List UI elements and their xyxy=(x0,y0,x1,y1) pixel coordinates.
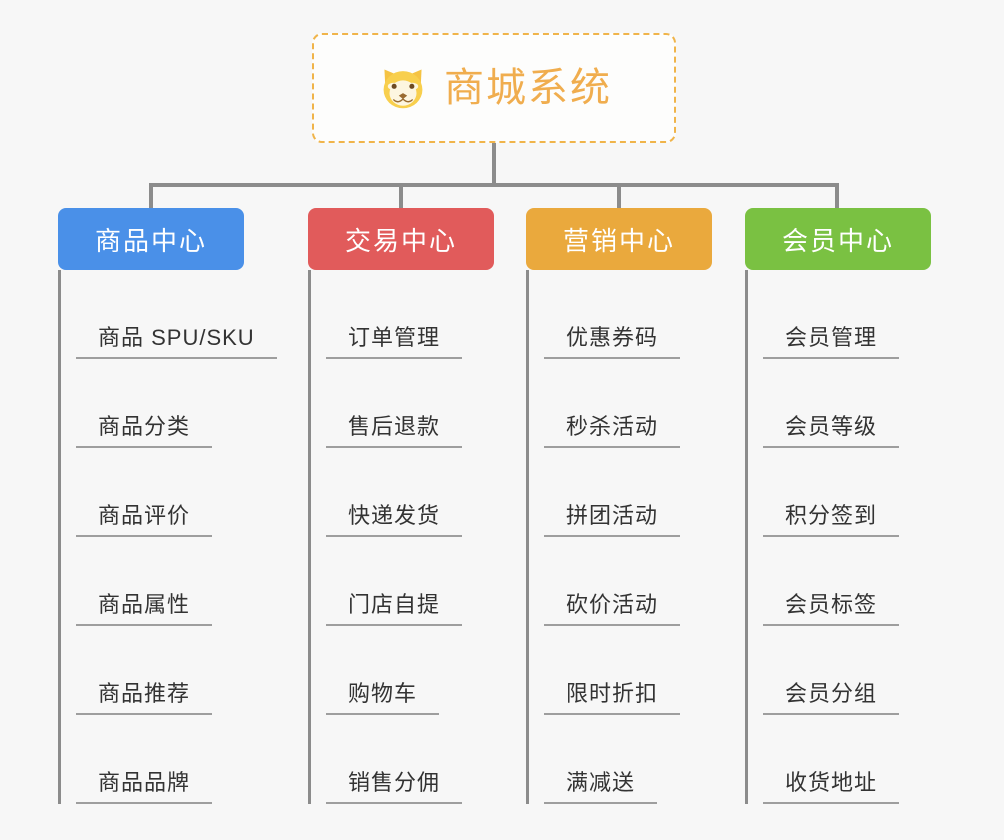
list-item[interactable]: 满减送 xyxy=(544,715,712,804)
list-item[interactable]: 商品 SPU/SKU xyxy=(76,270,277,359)
branch-item-list: 商品 SPU/SKU 商品分类 商品评价 商品属性 商品推荐 商品品牌 xyxy=(58,270,277,804)
connector-root-stem xyxy=(492,143,496,185)
shiba-dog-face-icon xyxy=(376,61,430,115)
list-item-label: 积分签到 xyxy=(763,503,900,537)
connector-drop-3 xyxy=(835,183,839,209)
list-item[interactable]: 商品推荐 xyxy=(76,626,244,715)
list-item-label: 会员等级 xyxy=(763,414,900,448)
branch-header-marketing-center[interactable]: 营销中心 xyxy=(526,208,712,270)
list-item-label: 商品属性 xyxy=(76,592,213,626)
list-item[interactable]: 会员管理 xyxy=(763,270,931,359)
list-item-label: 门店自提 xyxy=(326,592,463,626)
branch-header-label: 会员中心 xyxy=(781,225,894,256)
branch-header-trade-center[interactable]: 交易中心 xyxy=(308,208,494,270)
branch-member-center: 会员中心 会员管理 会员等级 积分签到 会员标签 会员分组 收货地址 xyxy=(745,208,931,804)
list-item[interactable]: 拼团活动 xyxy=(544,448,712,537)
list-item[interactable]: 商品评价 xyxy=(76,448,244,537)
branch-product-center: 商品中心 商品 SPU/SKU 商品分类 商品评价 商品属性 商品推荐 商品品牌 xyxy=(58,208,277,804)
list-item-label: 快递发货 xyxy=(326,503,463,537)
branch-marketing-center: 营销中心 优惠券码 秒杀活动 拼团活动 砍价活动 限时折扣 满减送 xyxy=(526,208,712,804)
branch-header-label: 商品中心 xyxy=(94,225,207,256)
list-item[interactable]: 售后退款 xyxy=(326,359,494,448)
list-item[interactable]: 会员等级 xyxy=(763,359,931,448)
list-item-label: 售后退款 xyxy=(326,414,463,448)
connector-drop-0 xyxy=(149,183,153,209)
list-item[interactable]: 优惠券码 xyxy=(544,270,712,359)
root-title: 商城系统 xyxy=(444,66,612,110)
list-item[interactable]: 收货地址 xyxy=(763,715,931,804)
connector-horizontal-bus xyxy=(149,183,839,187)
list-item-label: 会员分组 xyxy=(763,681,900,715)
list-item-label: 限时折扣 xyxy=(544,681,681,715)
list-item-label: 会员管理 xyxy=(763,325,900,359)
list-item-label: 商品评价 xyxy=(76,503,213,537)
branch-item-list: 会员管理 会员等级 积分签到 会员标签 会员分组 收货地址 xyxy=(745,270,931,804)
list-item-label: 商品分类 xyxy=(76,414,213,448)
list-item-label: 会员标签 xyxy=(763,592,900,626)
list-item[interactable]: 会员标签 xyxy=(763,537,931,626)
list-item-label: 订单管理 xyxy=(326,325,463,359)
list-item-label: 购物车 xyxy=(326,681,440,715)
connector-drop-2 xyxy=(617,183,621,209)
list-item-label: 商品品牌 xyxy=(76,770,213,804)
list-item[interactable]: 购物车 xyxy=(326,626,494,715)
list-item[interactable]: 门店自提 xyxy=(326,537,494,626)
list-item[interactable]: 限时折扣 xyxy=(544,626,712,715)
branch-header-member-center[interactable]: 会员中心 xyxy=(745,208,931,270)
list-item[interactable]: 商品属性 xyxy=(76,537,244,626)
list-item[interactable]: 砍价活动 xyxy=(544,537,712,626)
branch-header-product-center[interactable]: 商品中心 xyxy=(58,208,244,270)
connector-drop-1 xyxy=(399,183,403,209)
list-item[interactable]: 快递发货 xyxy=(326,448,494,537)
list-item-label: 秒杀活动 xyxy=(544,414,681,448)
branch-item-list: 订单管理 售后退款 快递发货 门店自提 购物车 销售分佣 xyxy=(308,270,494,804)
list-item-label: 商品 SPU/SKU xyxy=(76,325,277,359)
list-item[interactable]: 销售分佣 xyxy=(326,715,494,804)
list-item[interactable]: 秒杀活动 xyxy=(544,359,712,448)
branch-header-label: 营销中心 xyxy=(562,225,675,256)
branch-header-label: 交易中心 xyxy=(344,225,457,256)
list-item-label: 满减送 xyxy=(544,770,658,804)
list-item-label: 销售分佣 xyxy=(326,770,463,804)
branch-trade-center: 交易中心 订单管理 售后退款 快递发货 门店自提 购物车 销售分佣 xyxy=(308,208,494,804)
list-item[interactable]: 商品品牌 xyxy=(76,715,244,804)
list-item-label: 收货地址 xyxy=(763,770,900,804)
list-item-label: 拼团活动 xyxy=(544,503,681,537)
branch-item-list: 优惠券码 秒杀活动 拼团活动 砍价活动 限时折扣 满减送 xyxy=(526,270,712,804)
list-item[interactable]: 积分签到 xyxy=(763,448,931,537)
root-node[interactable]: 商城系统 xyxy=(312,33,676,143)
list-item-label: 商品推荐 xyxy=(76,681,213,715)
list-item[interactable]: 订单管理 xyxy=(326,270,494,359)
list-item-label: 优惠券码 xyxy=(544,325,681,359)
list-item-label: 砍价活动 xyxy=(544,592,681,626)
list-item[interactable]: 商品分类 xyxy=(76,359,244,448)
list-item[interactable]: 会员分组 xyxy=(763,626,931,715)
